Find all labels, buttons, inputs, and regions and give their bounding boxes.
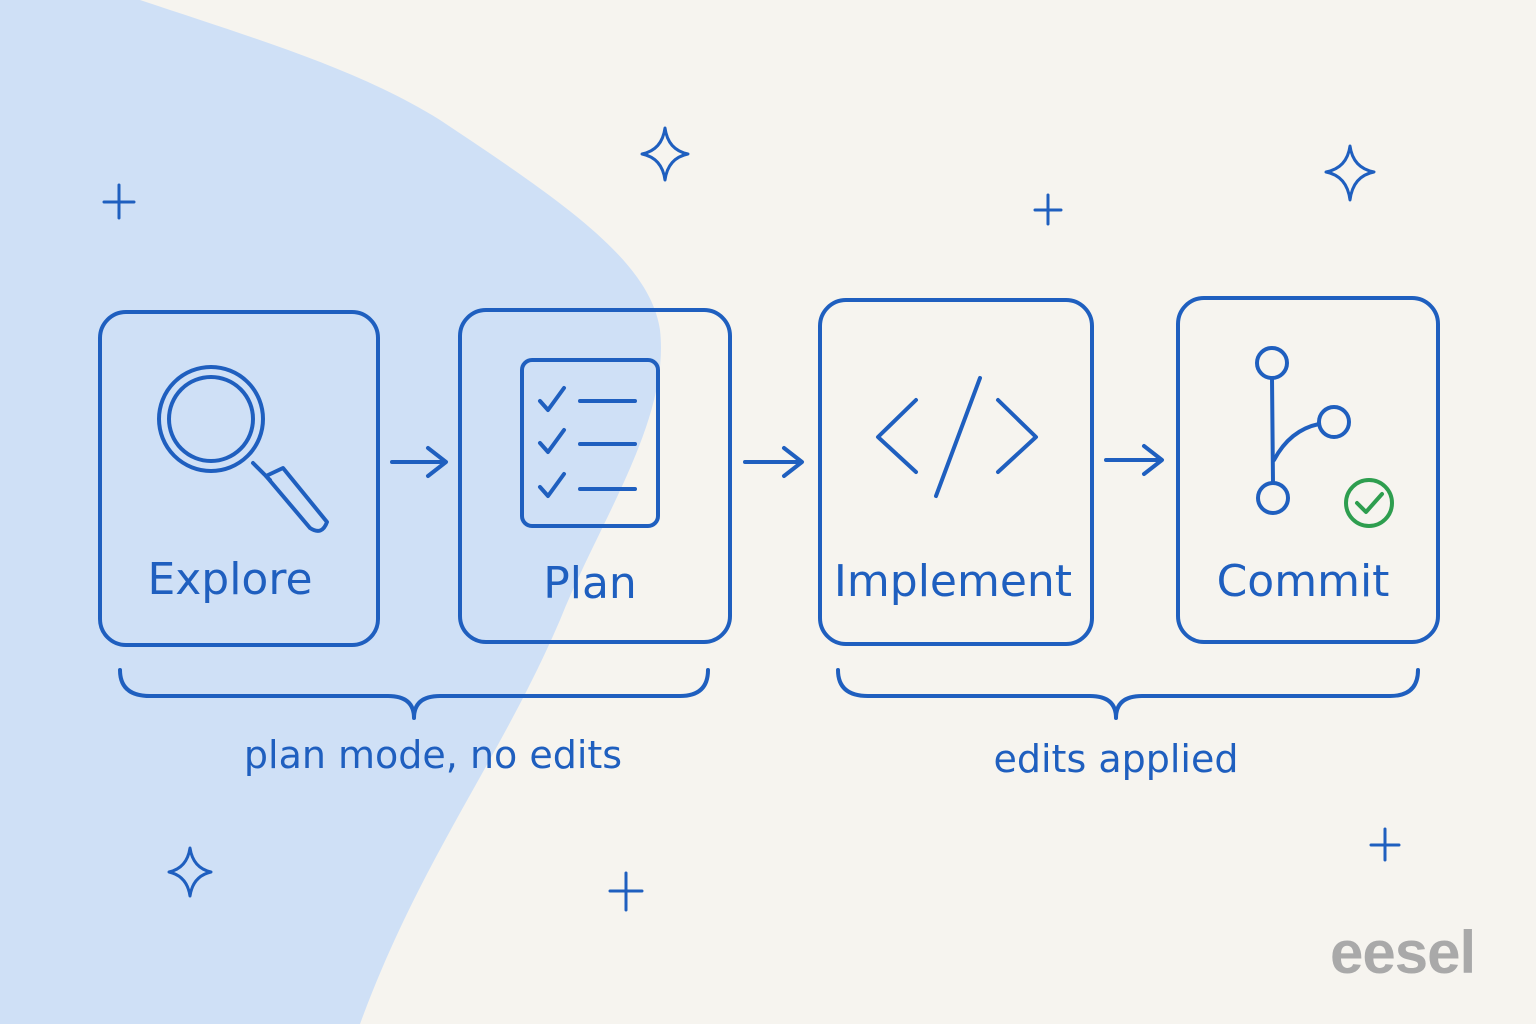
step-label-plan: Plan — [543, 558, 637, 609]
checklist-icon — [520, 358, 660, 528]
sparkle-icon — [1033, 193, 1063, 226]
implement-box — [818, 298, 1094, 646]
sparkle-icon — [1324, 144, 1376, 202]
step-label-explore: Explore — [147, 554, 312, 605]
group-label-plan-mode: plan mode, no edits — [244, 733, 622, 777]
background-blob — [0, 0, 661, 1024]
sparkle-icon — [102, 183, 136, 220]
plan-box — [458, 308, 732, 644]
sparkle-icon — [608, 871, 644, 912]
brace-edits-applied — [836, 668, 1420, 720]
brace-plan-mode — [118, 668, 710, 720]
check-circle-icon — [1344, 478, 1394, 528]
arrow-implement-to-commit — [1104, 444, 1164, 476]
sparkle-icon — [1369, 827, 1401, 862]
code-brackets-icon — [876, 376, 1038, 498]
commit-box — [1176, 296, 1440, 644]
arrow-plan-to-implement — [743, 446, 804, 478]
sparkle-icon — [167, 846, 213, 898]
step-label-commit: Commit — [1217, 556, 1390, 607]
git-branch-icon — [1255, 346, 1351, 515]
eesel-logo: eesel — [1330, 919, 1476, 986]
arrow-explore-to-plan — [390, 446, 448, 478]
group-label-edits-applied: edits applied — [994, 737, 1239, 781]
step-label-implement: Implement — [834, 556, 1072, 607]
magnifying-glass-icon — [157, 365, 329, 533]
explore-box — [98, 310, 380, 647]
sparkle-icon — [640, 126, 690, 182]
